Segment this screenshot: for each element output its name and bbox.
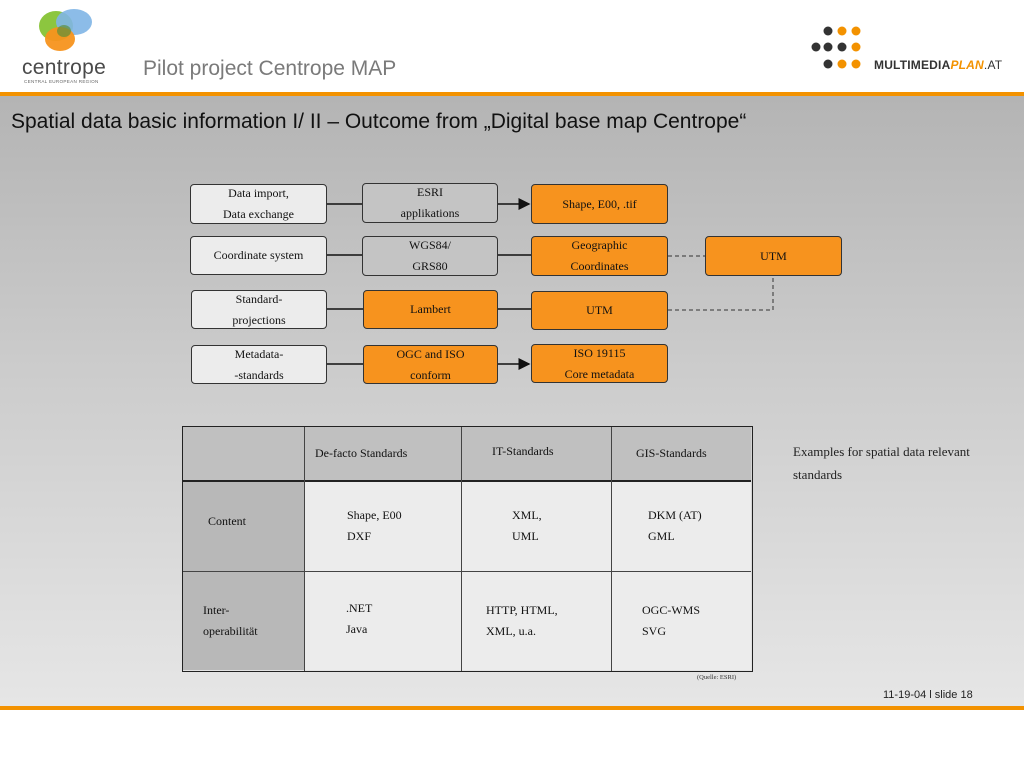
logo-tagline: CENTRAL EUROPEAN REGION: [24, 79, 99, 84]
box-esri-applikations: ESRI applikations: [362, 183, 498, 223]
source-citation: (Quelle: ESRI): [697, 674, 737, 681]
table-header-background: [183, 427, 751, 481]
table-header-gis: GIS-Standards: [636, 446, 707, 460]
table-cell-content-gis: DKM (AT) GML: [648, 508, 702, 543]
box-iso-19115: ISO 19115 Core metadata: [531, 344, 668, 383]
table-col-divider-1: [304, 427, 305, 671]
table-header-it: IT-Standards: [492, 444, 554, 458]
table-cell-interop-gis: OGC-WMS SVG: [642, 603, 701, 638]
box-geographic-coordinates: Geographic Coordinates: [531, 236, 668, 276]
multimediaplan-dots-icon: [811, 26, 861, 69]
table-rowlabel-background: [183, 481, 305, 670]
table-cell-content-defacto: Shape, E00 DXF: [347, 508, 402, 543]
box-coordinate-system: Coordinate system: [190, 236, 327, 275]
box-shape-e00-tif: Shape, E00, .tif: [531, 184, 668, 224]
box-utm-top: UTM: [705, 236, 842, 276]
table-row-label-content: Content: [208, 514, 246, 528]
logo-text-part2: PLAN: [950, 58, 984, 72]
table-cell-content-it: XML, UML: [512, 508, 542, 543]
bottom-accent-bar: [0, 706, 1024, 710]
box-data-import: Data import, Data exchange: [190, 184, 327, 224]
logo-text-part3: .AT: [983, 58, 1003, 72]
table-cell-interop-it: HTTP, HTML, XML, u.a.: [486, 603, 558, 638]
logo-text-part1: MULTIMEDIA: [874, 58, 951, 72]
slide-footer: 11-19-04 l slide 18: [883, 689, 973, 701]
table-row-label-interop: Inter- operabilität: [203, 603, 258, 638]
slide-header: centrope CENTRAL EUROPEAN REGION Pilot p…: [0, 0, 1024, 92]
box-utm-projection: UTM: [531, 291, 668, 330]
box-lambert: Lambert: [363, 290, 498, 329]
table-header-divider: [183, 480, 751, 482]
table-col-divider-3: [611, 427, 612, 671]
logo-wordmark: centrope: [22, 56, 107, 79]
header-title: Pilot project Centrope MAP: [143, 57, 397, 80]
box-wgs84-grs80: WGS84/ GRS80: [362, 236, 498, 276]
table-row-divider: [183, 571, 751, 572]
box-standard-projections: Standard- projections: [191, 290, 327, 329]
slide-title: Spatial data basic information I/ II – O…: [11, 110, 747, 133]
centrope-logo-icon: [39, 9, 92, 51]
table-header-defacto: De-facto Standards: [315, 446, 408, 460]
box-ogc-iso-conform: OGC and ISO conform: [363, 345, 498, 384]
table-cell-interop-defacto: .NET Java: [346, 601, 373, 636]
box-metadata-standards: Metadata- -standards: [191, 345, 327, 384]
multimediaplan-logo-text: MULTIMEDIAPLAN.AT: [874, 58, 1002, 72]
table-col-divider-2: [461, 427, 462, 671]
top-accent-bar: [0, 92, 1024, 96]
standards-table: De-facto Standards IT-Standards GIS-Stan…: [182, 426, 753, 672]
table-side-note: Examples for spatial data relevant stand…: [793, 444, 970, 482]
table-body-background: [305, 481, 751, 670]
